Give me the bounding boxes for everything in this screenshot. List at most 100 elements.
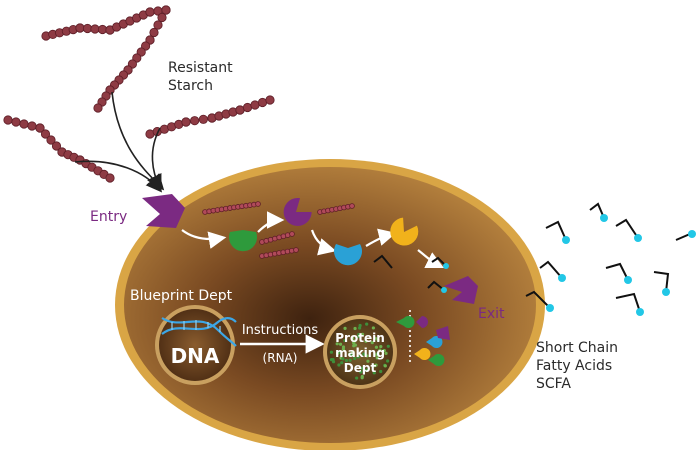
starch-bead — [293, 247, 299, 253]
protein-dot — [343, 326, 347, 330]
dna-label: DNA — [171, 344, 220, 368]
scfa-molecule-icon — [605, 262, 629, 281]
scfa-tip — [562, 236, 570, 244]
starch-bead — [35, 123, 45, 133]
entry-receptor-icon — [142, 194, 185, 228]
scfa-molecule-icon — [653, 271, 670, 293]
exit-label: Exit — [478, 306, 505, 322]
protein-dot — [347, 352, 352, 356]
scfa-label-2: Fatty Acids — [536, 358, 612, 374]
outer-scfa-molecules — [525, 202, 696, 316]
protein-dot — [372, 371, 376, 375]
scfa-molecule-icon — [615, 218, 639, 239]
protein-dot — [357, 333, 361, 337]
protein-dot — [374, 345, 379, 349]
scfa-molecule-icon — [545, 220, 567, 241]
protein-label-1: Protein — [335, 331, 385, 345]
starch-bead — [19, 119, 29, 129]
protein-dot — [340, 361, 344, 365]
scfa-tip — [636, 308, 644, 316]
starch-bead — [198, 114, 208, 124]
starch-bead — [93, 103, 103, 113]
protein-dot — [331, 360, 336, 364]
resistant-starch-chains — [3, 5, 275, 183]
resistant-starch-label-2: Starch — [168, 78, 213, 94]
protein-dot — [360, 366, 364, 370]
starch-arrow-3 — [147, 127, 162, 191]
scfa-tip — [634, 234, 642, 242]
scfa-molecule-icon — [615, 292, 641, 313]
protein-dot — [364, 339, 368, 343]
protein-dot — [352, 344, 356, 348]
protein-dot — [386, 359, 390, 363]
protein-dot — [370, 341, 374, 345]
protein-dot — [341, 357, 345, 361]
protein-label-3: Dept — [344, 361, 377, 375]
protein-dot — [366, 359, 370, 363]
starch-bead — [3, 115, 13, 125]
protein-dot — [379, 344, 383, 349]
starch-bead — [51, 141, 62, 151]
new-enzymes — [396, 316, 450, 366]
instructions-label: Instructions — [242, 323, 319, 338]
protein-dot — [373, 336, 377, 340]
protein-compartment — [323, 315, 397, 389]
starch-bead — [265, 95, 275, 105]
scfa-label-1: Short Chain — [536, 340, 618, 356]
scfa-label-3: SCFA — [536, 376, 571, 392]
flow-arrows — [181, 211, 444, 268]
protein-dot — [360, 376, 364, 380]
protein-dot — [362, 368, 366, 372]
protein-dot — [382, 348, 386, 353]
protein-dot — [358, 326, 362, 330]
protein-dot — [335, 342, 339, 346]
enzyme-blue-icon — [334, 244, 363, 266]
enzyme-yellow-icon — [390, 217, 419, 246]
dna-compartment — [155, 305, 237, 385]
starch-bead — [289, 231, 295, 237]
protein-dot — [376, 351, 380, 355]
protein-label-2: making — [335, 346, 385, 360]
protein-dot — [329, 350, 334, 354]
starch-bead — [40, 129, 51, 139]
starch-bead — [181, 117, 191, 127]
protein-dot — [338, 350, 342, 355]
protein-dot — [335, 351, 340, 355]
protein-dot — [365, 322, 369, 326]
starch-bead — [255, 201, 261, 207]
inner-scfa-molecules — [373, 254, 447, 291]
protein-dot — [383, 364, 387, 368]
protein-dot — [358, 323, 362, 328]
exit-receptor-icon — [444, 276, 478, 304]
starch-bead — [190, 116, 200, 126]
protein-dot — [375, 356, 379, 360]
enzyme-green-icon — [229, 230, 257, 252]
starch-bead — [27, 121, 37, 131]
protein-dot — [362, 352, 366, 356]
protein-dot — [378, 348, 382, 352]
protein-dot — [337, 363, 341, 367]
protein-dot — [386, 344, 390, 348]
protein-dot — [353, 356, 357, 361]
protein-dot — [359, 370, 363, 374]
scfa-molecule-icon — [589, 202, 605, 219]
entry-label: Entry — [90, 209, 127, 225]
protein-dot — [348, 358, 352, 362]
rna-label: (RNA) — [263, 351, 298, 365]
inner-starch-fragments — [202, 201, 355, 259]
protein-dot — [365, 368, 369, 372]
protein-dot — [329, 358, 334, 362]
starch-bead — [153, 20, 163, 30]
starch-bead — [46, 135, 56, 145]
protein-dot — [374, 363, 378, 367]
protein-dot — [344, 358, 349, 363]
starch-bead — [161, 5, 171, 15]
scfa-tip — [624, 276, 632, 284]
resistant-starch-label-1: Resistant — [168, 60, 233, 76]
scfa-tip — [558, 274, 566, 282]
protein-dot — [341, 347, 346, 351]
starch-bead — [157, 12, 167, 23]
scfa-molecule-icon — [539, 260, 563, 279]
protein-dot — [371, 326, 375, 330]
protein-dot — [353, 326, 357, 331]
